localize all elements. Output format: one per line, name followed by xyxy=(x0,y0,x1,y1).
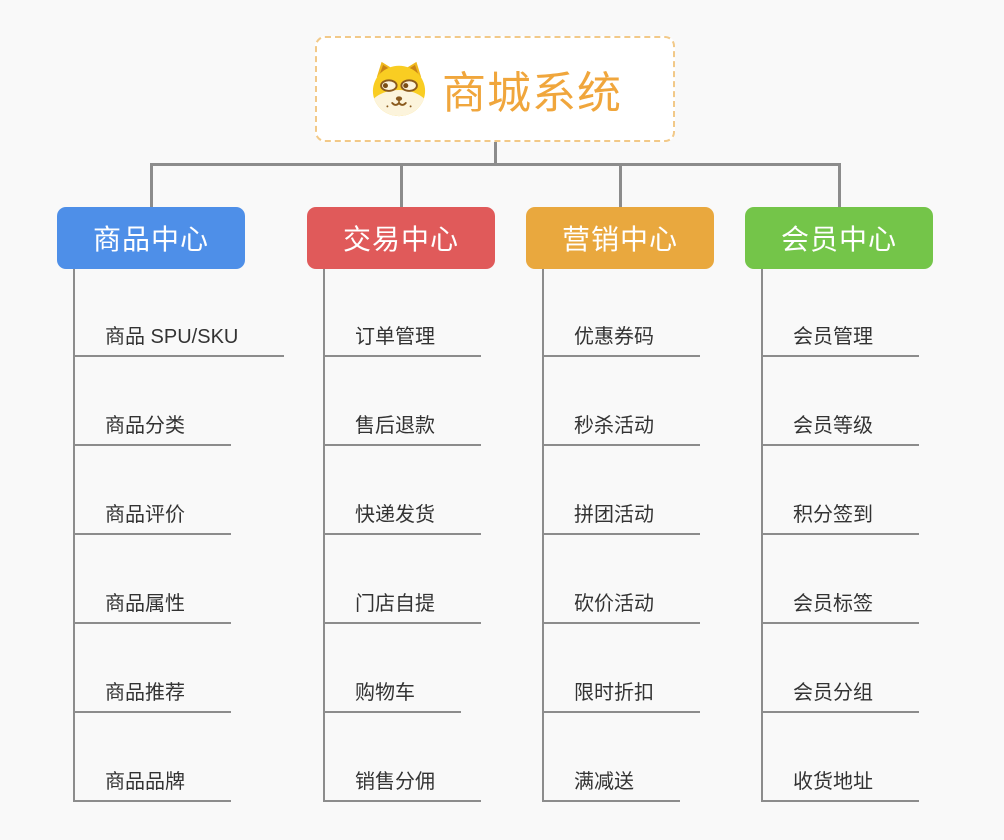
branch-node-3[interactable]: 营销中心 xyxy=(526,207,714,269)
child-node[interactable]: 商品评价 xyxy=(73,501,231,535)
child-node[interactable]: 收货地址 xyxy=(761,768,919,802)
branch-label: 会员中心 xyxy=(780,224,897,255)
child-node[interactable]: 门店自提 xyxy=(323,590,481,624)
child-node[interactable]: 订单管理 xyxy=(323,323,481,357)
branch-label: 商品中心 xyxy=(92,224,209,255)
branch-drop-line-1 xyxy=(149,163,153,207)
child-node[interactable]: 会员管理 xyxy=(761,323,919,357)
child-node[interactable]: 销售分佣 xyxy=(323,768,481,802)
root-title: 商城系统 xyxy=(442,69,622,118)
child-node[interactable]: 拼团活动 xyxy=(542,501,700,535)
root-node[interactable]: 商城系统 xyxy=(315,36,675,142)
child-node[interactable]: 满减送 xyxy=(542,768,680,802)
child-node[interactable]: 商品 SPU/SKU xyxy=(73,323,285,357)
child-node[interactable]: 商品品牌 xyxy=(73,768,231,802)
branch-node-1[interactable]: 商品中心 xyxy=(57,207,245,269)
branch-node-4[interactable]: 会员中心 xyxy=(745,207,933,269)
child-node[interactable]: 购物车 xyxy=(323,679,461,713)
child-node[interactable]: 秒杀活动 xyxy=(542,412,700,446)
branch-rail-line xyxy=(149,163,841,166)
branch-drop-line-2 xyxy=(399,163,403,207)
child-node[interactable]: 会员标签 xyxy=(761,590,919,624)
branch-drop-line-3 xyxy=(618,163,622,207)
child-node[interactable]: 会员分组 xyxy=(761,679,919,713)
column-vertical-line-1 xyxy=(73,269,75,802)
child-node[interactable]: 售后退款 xyxy=(323,412,481,446)
branch-drop-line-4 xyxy=(837,163,841,207)
child-node[interactable]: 积分签到 xyxy=(761,501,919,535)
child-node[interactable]: 商品推荐 xyxy=(73,679,231,713)
column-vertical-line-4 xyxy=(761,269,763,802)
branch-label: 营销中心 xyxy=(561,224,678,255)
child-node[interactable]: 商品分类 xyxy=(73,412,231,446)
root-drop-line xyxy=(493,142,497,166)
branch-node-2[interactable]: 交易中心 xyxy=(307,207,495,269)
dog-face-icon xyxy=(368,60,430,118)
child-node[interactable]: 优惠券码 xyxy=(542,323,700,357)
column-vertical-line-2 xyxy=(323,269,325,802)
branch-label: 交易中心 xyxy=(342,224,459,255)
column-vertical-line-3 xyxy=(542,269,544,802)
child-node[interactable]: 会员等级 xyxy=(761,412,919,446)
child-node[interactable]: 砍价活动 xyxy=(542,590,700,624)
child-node[interactable]: 商品属性 xyxy=(73,590,231,624)
child-node[interactable]: 限时折扣 xyxy=(542,679,700,713)
child-node[interactable]: 快递发货 xyxy=(323,501,481,535)
